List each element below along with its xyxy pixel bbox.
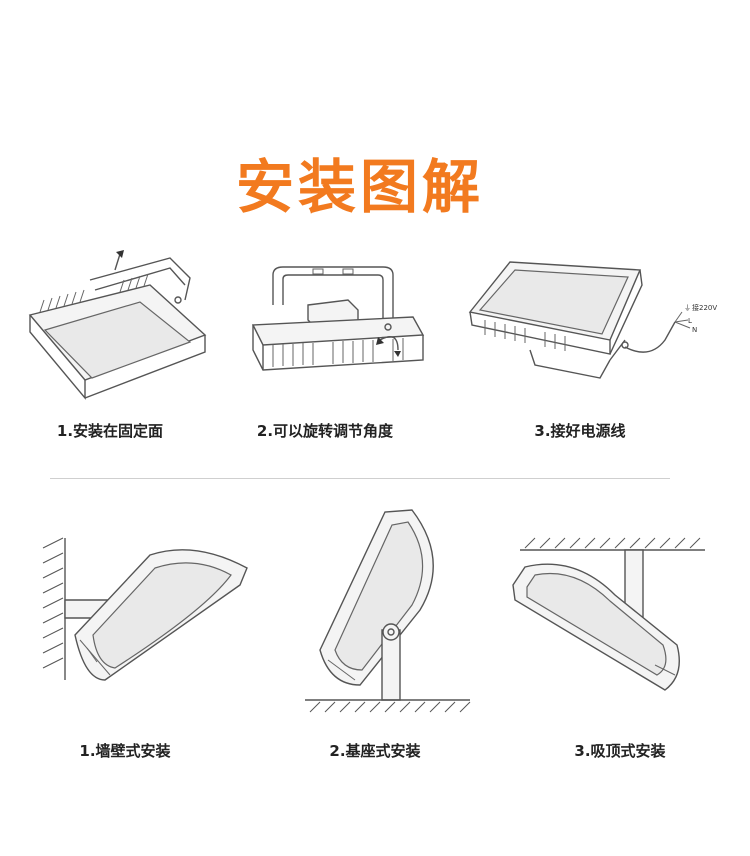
step-3-caption: 3.接好电源线 — [534, 422, 626, 440]
ceiling-mount-illustration — [505, 525, 710, 705]
base-mount-illustration — [300, 500, 480, 715]
step-1-fixed-surface-illustration — [20, 240, 220, 400]
ground-symbol: ⏚ — [684, 304, 691, 312]
section-divider — [50, 478, 670, 479]
step-2-rotate-illustration — [238, 245, 438, 395]
voltage-label: 接220V — [692, 303, 717, 312]
step-3-wiring-illustration: ⏚ L N 接220V — [460, 250, 720, 400]
wall-mount-caption: 1.墙壁式安装 — [79, 742, 171, 760]
step-1-caption: 1.安装在固定面 — [56, 422, 164, 440]
neutral-wire-label: N — [692, 326, 697, 334]
live-wire-label: L — [688, 317, 692, 325]
wall-mount-illustration — [35, 530, 255, 700]
base-mount-caption: 2.基座式安装 — [329, 742, 421, 760]
page-title: 安装图解 — [235, 153, 484, 221]
ceiling-mount-caption: 3.吸顶式安装 — [574, 742, 666, 760]
step-2-caption: 2.可以旋转调节角度 — [256, 422, 394, 440]
